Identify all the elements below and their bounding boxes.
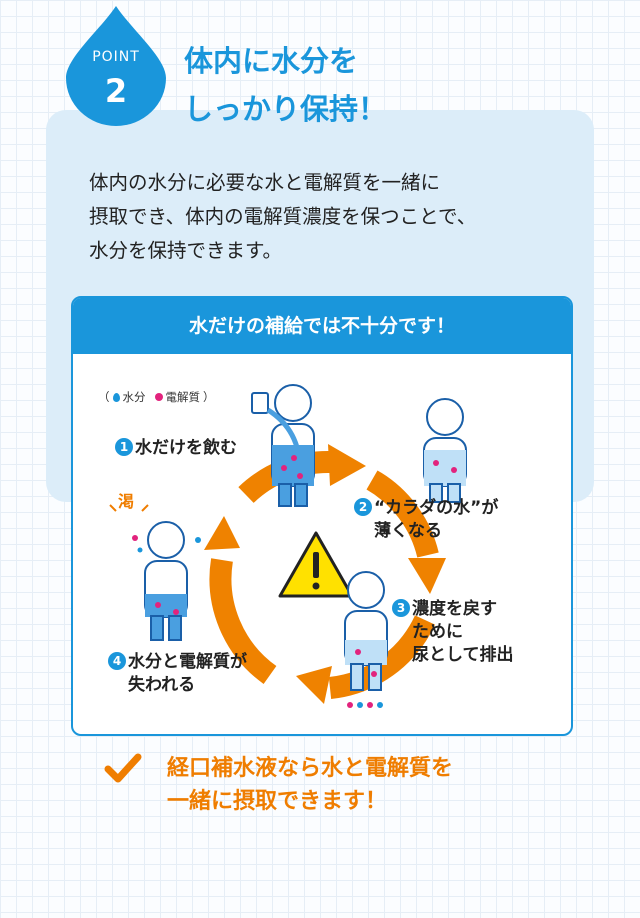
description-line: 摂取でき、体内の電解質濃度を保つことで、 [89,205,477,228]
step-text: “カラダの水”が [374,498,499,518]
point-badge: POINT 2 [62,0,170,128]
thirst-label: 渇 [118,492,135,511]
page-title-line-1: 体内に水分を [184,44,359,78]
badge-label: POINT [92,49,140,65]
card-heading: 水だけの補給では不十分です！ [73,298,571,354]
legend-close: ） [203,390,215,404]
description-line: 体内の水分に必要な水と電解質を一緒に [89,171,441,194]
footer-line: 一緒に摂取できます！ [167,789,388,814]
legend-open: （ [98,390,110,404]
footer-message: 経口補水液なら水と電解質を 一緒に摂取できます！ [167,752,453,818]
description: 体内の水分に必要な水と電解質を一緒に 摂取でき、体内の電解質濃度を保つことで、 … [89,166,559,268]
step-text: 濃度を戻す [412,599,497,619]
checkmark-icon [104,753,142,783]
warning-icon [278,531,354,598]
cycle-arrows-icon [209,451,439,699]
water-drop-badge-icon [66,6,166,126]
step-2: 2“カラダの水”が 薄くなる [354,497,498,543]
step-text: 失われる [128,675,196,695]
description-line: 水分を保持できます。 [89,239,283,262]
step-number: 3 [392,599,410,617]
step-number: 4 [108,652,126,670]
step-number: 2 [354,498,372,516]
legend: （ 水分 電解質 ） [98,389,215,405]
info-card: 水だけの補給では不十分です！ [71,296,573,736]
legend-electrolyte: 電解質 [165,390,201,404]
electrolyte-dot-icon [154,393,163,401]
step-number: 1 [115,438,133,456]
person-dehydrated [144,521,188,641]
legend-water: 水分 [122,390,146,404]
step-text: 薄くなる [374,521,442,541]
page-title-line-2: しっかり保持！ [184,92,388,126]
step-text: ために [412,622,463,642]
person-diluted [423,398,467,503]
step-text: 水分と電解質が [128,652,247,672]
water-drop-icon [112,392,120,402]
step-text: 水だけを飲む [135,438,237,458]
footer-line: 経口補水液なら水と電解質を [167,756,454,781]
step-text: 尿として排出 [412,645,514,665]
badge-number: 2 [104,72,128,110]
